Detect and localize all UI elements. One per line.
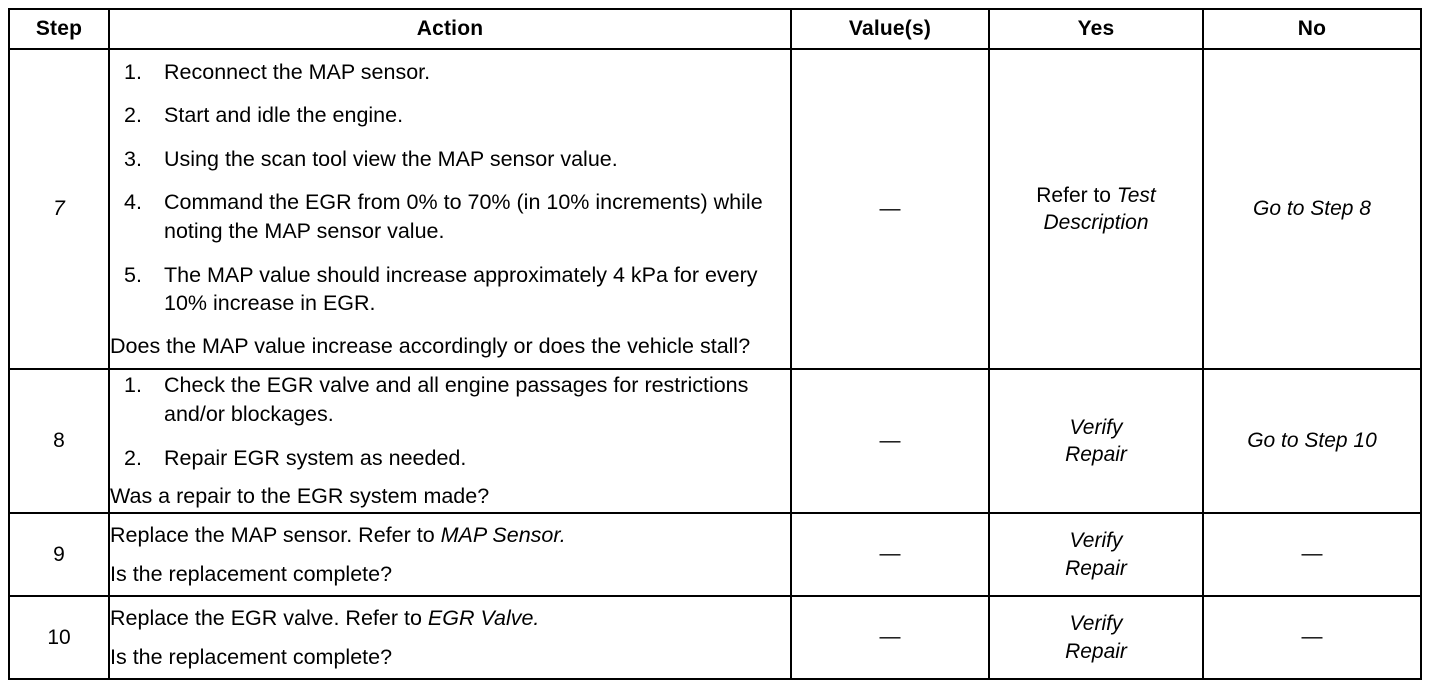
list-item-number: 2.: [124, 103, 142, 128]
action-question: Does the MAP value increase accordingly …: [110, 333, 751, 358]
value-dash: —: [879, 196, 901, 220]
list-item-text: Start and idle the engine.: [164, 103, 404, 128]
value-cell: —: [790, 368, 990, 514]
no-goto-text: Go to Step 10: [1247, 429, 1377, 453]
list-item-text: Check the EGR valve and all engine passa…: [164, 373, 749, 426]
action-cell: 1. Reconnect the MAP sensor. 2. Start and …: [108, 48, 792, 370]
no-cell: Go to Step 10: [1202, 368, 1422, 514]
step-number-cell: 10: [8, 595, 110, 680]
action-cell: Replace the MAP sensor. Refer to MAP Sen…: [108, 512, 792, 597]
column-header-no: No: [1202, 8, 1422, 50]
column-header-yes: Yes: [988, 8, 1204, 50]
list-item-text: Reconnect the MAP sensor.: [164, 59, 431, 84]
yes-verify-line-2: Repair: [1065, 556, 1127, 580]
action-question: Was a repair to the EGR system made?: [110, 484, 490, 509]
list-item: 4. Command the EGR from 0% to 70% (in 10%…: [110, 188, 790, 245]
action-lead-plain: Replace the MAP sensor. Refer to: [110, 522, 441, 547]
yes-verify-line-2: Repair: [1065, 639, 1127, 663]
yes-refer-text: Refer to Test Description: [990, 182, 1202, 237]
action-cell: Replace the EGR valve. Refer to EGR Valv…: [108, 595, 792, 680]
diagnostic-step-table: Step Action Value(s) Yes No 7 1. Reconnec…: [8, 8, 1422, 680]
header-row: Step Action Value(s) Yes No: [8, 8, 1422, 50]
action-step-list: 1. Reconnect the MAP sensor. 2. Start and …: [110, 58, 790, 318]
column-header-action: Action: [108, 8, 792, 50]
yes-verify-line-2: Repair: [1065, 443, 1127, 466]
action-lead-text: Replace the EGR valve. Refer to EGR Valv…: [110, 604, 790, 633]
value-dash: —: [879, 428, 901, 452]
column-header-step: Step: [8, 8, 110, 50]
list-item-text: Repair EGR system as needed.: [164, 445, 467, 470]
table-body: 7 1. Reconnect the MAP sensor. 2. Start an…: [8, 48, 1422, 680]
list-item-text: Using the scan tool view the MAP sensor …: [164, 146, 618, 171]
action-lead-italic: EGR Valve.: [427, 605, 540, 630]
action-lead-plain: Replace the EGR valve. Refer to: [110, 605, 428, 630]
no-dash: —: [1301, 625, 1323, 649]
list-item: 1. Check the EGR valve and all engine pas…: [110, 371, 790, 428]
list-item-number: 5.: [124, 262, 142, 287]
value-dash: —: [879, 542, 901, 566]
list-item: 2. Repair EGR system as needed.: [110, 444, 790, 473]
yes-refer-plain: Refer to: [1036, 183, 1117, 207]
no-dash: —: [1301, 542, 1323, 566]
list-item: 1. Reconnect the MAP sensor.: [110, 58, 790, 87]
no-cell: —: [1202, 512, 1422, 597]
value-cell: —: [790, 48, 990, 370]
list-item: 2. Start and idle the engine.: [110, 101, 790, 130]
yes-verify-line-1: Verify: [1069, 415, 1123, 439]
value-dash: —: [879, 625, 901, 649]
yes-cell: Verify Repair: [988, 368, 1204, 514]
step-number-cell: 9: [8, 512, 110, 597]
yes-cell: Verify Repair: [988, 512, 1204, 597]
no-goto-text: Go to Step 8: [1253, 197, 1371, 221]
action-lead-italic: MAP Sensor.: [440, 522, 566, 547]
action-question: Is the replacement complete?: [110, 644, 393, 669]
yes-cell: Verify Repair: [988, 595, 1204, 680]
value-cell: —: [790, 595, 990, 680]
table-header: Step Action Value(s) Yes No: [8, 8, 1422, 50]
step-number-cell: 7: [8, 48, 110, 370]
step-number-cell: 8: [8, 368, 110, 514]
table-row: 8 1. Check the EGR valve and all engine p…: [8, 368, 1422, 514]
yes-verify-line-1: Verify: [1069, 529, 1123, 553]
yes-verify-line-1: Verify: [1069, 612, 1123, 636]
table-row: 10 Replace the EGR valve. Refer to EGR V…: [8, 595, 1422, 680]
list-item-number: 3.: [124, 146, 142, 171]
list-item-text: The MAP value should increase approximat…: [164, 262, 758, 316]
yes-refer-italic: Test Description: [1043, 183, 1156, 234]
list-item: 5. The MAP value should increase approxim…: [110, 261, 790, 318]
list-item-number: 1.: [124, 373, 142, 398]
column-header-value: Value(s): [790, 8, 990, 50]
table-row: 9 Replace the MAP sensor. Refer to MAP S…: [8, 512, 1422, 597]
list-item-number: 4.: [124, 190, 142, 215]
table-row: 7 1. Reconnect the MAP sensor. 2. Start an…: [8, 48, 1422, 370]
list-item-text: Command the EGR from 0% to 70% (in 10% i…: [164, 190, 763, 243]
action-step-list: 1. Check the EGR valve and all engine pas…: [110, 371, 790, 472]
action-lead-text: Replace the MAP sensor. Refer to MAP Sen…: [110, 521, 790, 550]
action-cell: 1. Check the EGR valve and all engine pas…: [108, 368, 792, 514]
list-item: 3. Using the scan tool view the MAP senso…: [110, 145, 790, 174]
no-cell: —: [1202, 595, 1422, 680]
action-question: Is the replacement complete?: [110, 561, 393, 586]
list-item-number: 2.: [124, 445, 142, 470]
value-cell: —: [790, 512, 990, 597]
no-cell: Go to Step 8: [1202, 48, 1422, 370]
list-item-number: 1.: [124, 59, 142, 84]
yes-cell: Refer to Test Description: [988, 48, 1204, 370]
